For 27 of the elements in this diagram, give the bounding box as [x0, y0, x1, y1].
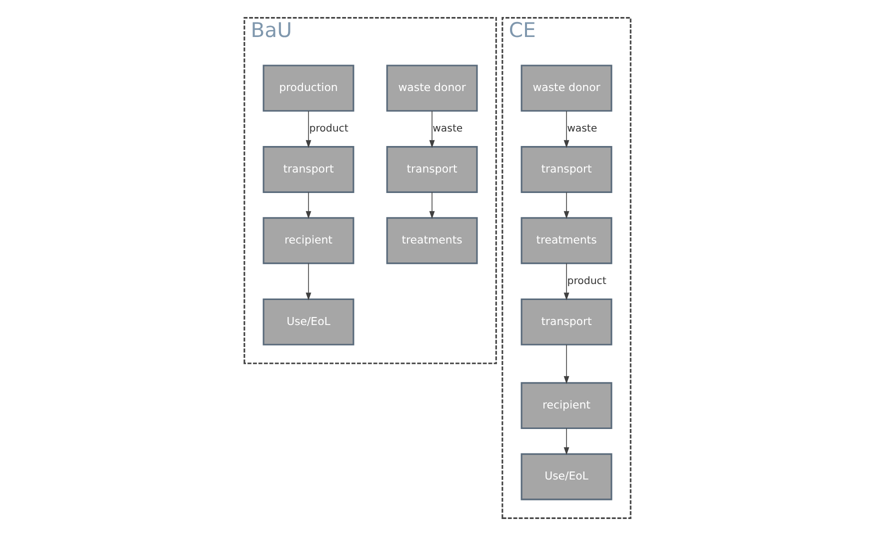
arrow: [306, 110, 312, 148]
node-box: Use/EoL: [262, 298, 354, 346]
arrow: [306, 192, 312, 219]
arrow: [429, 192, 435, 219]
arrow: [306, 263, 312, 300]
arrow: [429, 110, 435, 148]
node-box: Use/EoL: [520, 453, 612, 500]
arrow: [564, 192, 570, 219]
edge-label: product: [567, 276, 606, 287]
arrow: [564, 263, 570, 300]
node-box: waste donor: [386, 64, 478, 112]
node-box: transport: [386, 146, 478, 193]
node-box: recipient: [520, 382, 612, 430]
node-box: waste donor: [520, 64, 612, 112]
edge-label: product: [309, 123, 348, 134]
arrow: [564, 428, 570, 456]
node-box: treatments: [520, 217, 612, 264]
arrow: [564, 344, 570, 384]
node-box: transport: [520, 146, 612, 193]
node-box: transport: [520, 298, 612, 346]
node-box: treatments: [386, 217, 478, 264]
edge-label: waste: [432, 123, 463, 134]
edge-label: waste: [567, 123, 598, 134]
node-box: recipient: [262, 217, 354, 264]
node-box: production: [262, 64, 354, 112]
arrow: [564, 110, 570, 148]
node-box: transport: [262, 146, 354, 193]
